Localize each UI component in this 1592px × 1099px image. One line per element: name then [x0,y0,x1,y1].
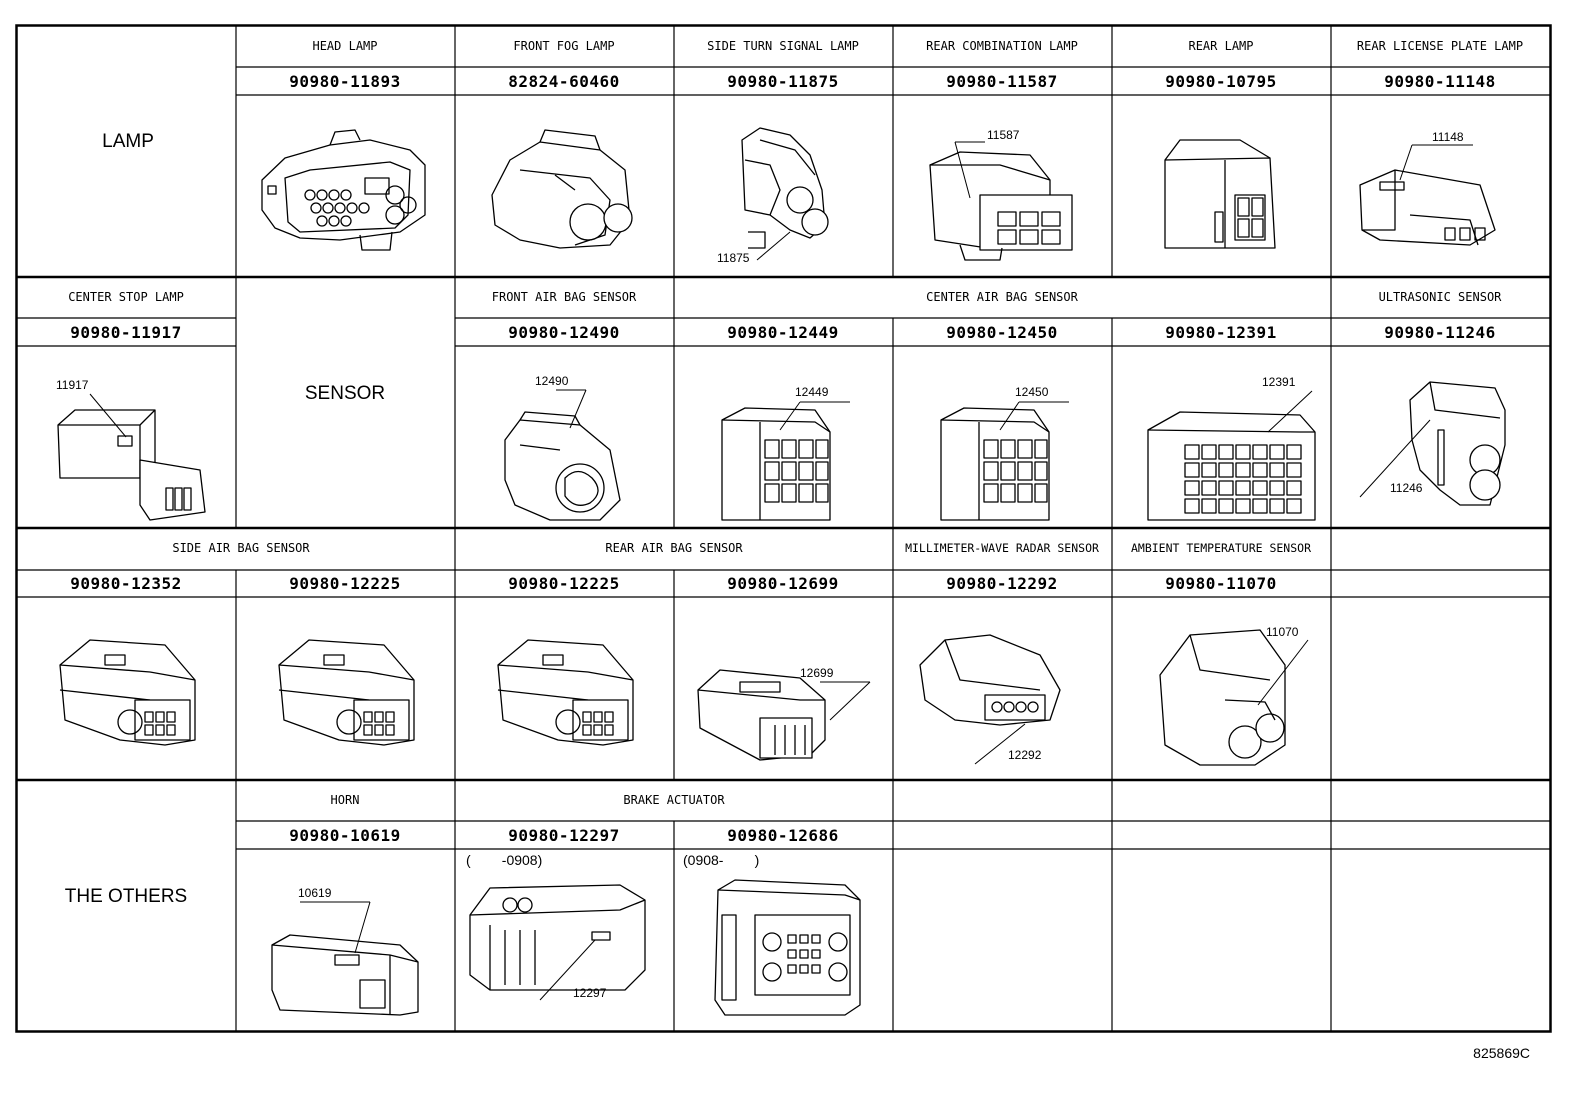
part-number: 90980-12686 [727,826,839,845]
header-front-air-bag-sensor: FRONT AIR BAG SENSOR [491,290,637,304]
header-center-air-bag-sensor: CENTER AIR BAG SENSOR [926,290,1078,304]
connector-icon [714,879,861,1016]
part-number: 90980-11148 [1384,72,1496,91]
connector-icon [504,411,621,521]
header-rear-combination-lamp: REAR COMBINATION LAMP [926,39,1078,53]
header-rear-lamp: REAR LAMP [1188,39,1254,53]
header-center-stop-lamp: CENTER STOP LAMP [68,290,184,304]
connector-icon [59,639,196,746]
callout-label: 11148 [1432,130,1464,144]
connector-icon [940,407,1050,521]
header-front-fog-lamp: FRONT FOG LAMP [513,39,615,53]
connector-icon [1164,139,1276,249]
connector-icon [1409,381,1506,506]
connector-icon [1159,629,1286,766]
header-ambient-temperature-sensor: AMBIENT TEMPERATURE SENSOR [1130,541,1312,555]
header-rear-license-plate-lamp: REAR LICENSE PLATE LAMP [1356,39,1524,53]
header-horn: HORN [330,793,360,807]
callout-label: 12450 [1015,385,1049,399]
header-millimeter-wave-radar-sensor: MILLIMETER-WAVE RADAR SENSOR [905,541,1099,555]
callout-label: 12699 [800,666,834,680]
connector-icon [497,639,634,746]
callout-label: 12391 [1262,375,1296,389]
part-number: 90980-12292 [946,574,1058,593]
part-number: 90980-12225 [289,574,401,593]
part-number: 90980-11875 [727,72,839,91]
header-ultrasonic-sensor: ULTRASONIC SENSOR [1378,290,1502,304]
part-number: 90980-10795 [1165,72,1277,91]
callout-label: 11587 [987,128,1020,142]
part-number: 82824-60460 [508,72,620,91]
part-number: 90980-11587 [946,72,1058,91]
group-label-sensor: SENSOR [304,383,386,404]
part-number: 90980-12449 [727,323,839,342]
part-number: 90980-11246 [1384,323,1496,342]
group-label-others: THE OTHERS [64,886,188,907]
connector-icon [721,407,831,521]
connector-icon [919,634,1061,726]
part-number: 90980-12450 [946,323,1058,342]
date-range-note: (0908- ) [683,852,760,868]
part-number: 90980-12490 [508,323,620,342]
header-head-lamp: HEAD LAMP [312,39,378,53]
part-number: 90980-11893 [289,72,401,91]
part-number: 90980-12352 [70,574,182,593]
callout-label: 11875 [717,251,750,265]
connector-icon [741,127,829,249]
connector-icon [697,669,826,761]
callout-label: 11246 [1390,481,1423,495]
part-number: 90980-10619 [289,826,401,845]
connector-icon [57,409,206,521]
callout-label: 11070 [1266,625,1299,639]
header-side-turn-signal-lamp: SIDE TURN SIGNAL LAMP [707,39,859,53]
part-number: 90980-12699 [727,574,839,593]
callout-label: 12449 [795,385,829,399]
date-range-note: ( -0908) [466,852,543,868]
connector-icon [929,151,1073,261]
connector-icon [1147,411,1316,521]
part-number: 90980-11070 [1165,574,1277,593]
callout-label: 10619 [298,886,332,900]
callout-label: 12292 [1008,748,1042,762]
header-rear-air-bag-sensor: REAR AIR BAG SENSOR [605,541,743,555]
callout-label: 12490 [535,374,569,388]
part-number: 90980-12391 [1165,323,1277,342]
connector-icon [271,934,419,1016]
group-label-lamp: LAMP [102,131,154,152]
connector-icon [1359,169,1496,246]
part-number: 90980-11917 [70,323,182,342]
connector-icon [469,884,646,991]
callout-label: 12297 [573,986,607,1000]
connector-icon [261,129,426,251]
connector-icon [278,639,415,746]
callout-label: 11917 [56,378,89,392]
header-side-air-bag-sensor: SIDE AIR BAG SENSOR [172,541,310,555]
part-number: 90980-12297 [508,826,620,845]
connector-icon [491,129,633,249]
part-number: 90980-12225 [508,574,620,593]
figure-id: 825869C [1473,1045,1530,1061]
header-brake-actuator: BRAKE ACTUATOR [623,793,725,807]
